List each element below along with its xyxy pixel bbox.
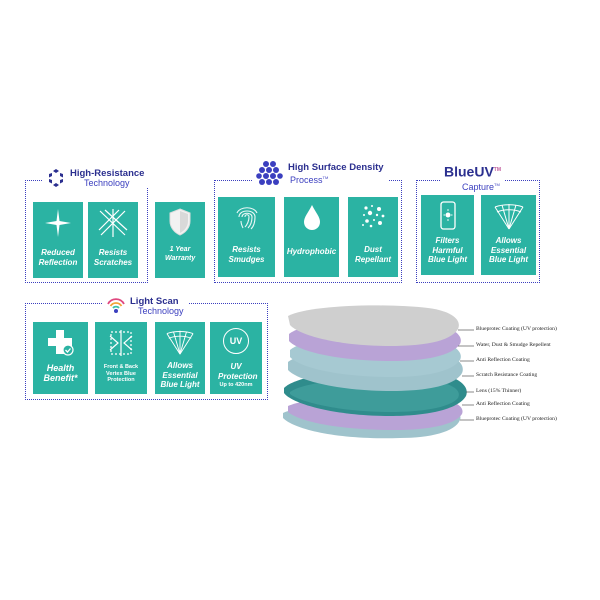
tile-resists-scratches-label: Resists Scratches (93, 248, 133, 267)
uv-badge-label: UV (229, 336, 243, 346)
tile-hydrophobic-label: Hydrophobic (286, 247, 337, 256)
blueuv-header: BlueUVTM CaptureTM (440, 163, 506, 192)
tile-filters-blue-light: Filters Harmful Blue Light (421, 195, 474, 275)
tile-front-back-protection: Front & Back Vertex Blue Protection (95, 322, 147, 394)
surface-density-subtitle: ProcessTM (288, 173, 384, 185)
sparkle-icon (45, 209, 71, 237)
tile-health-benefit: Health Benefit* (33, 322, 88, 394)
vertex-arrows-icon (109, 330, 133, 356)
light-scan-header: Light Scan Technology (102, 296, 188, 316)
callout-layer-2: Water, Dust & Smudge Repellent (476, 342, 551, 348)
high-resistance-subtitle: Technology (84, 177, 130, 188)
tile-resists-scratches: Resists Scratches (88, 202, 138, 278)
blueuv-tm: TM (493, 167, 502, 173)
blueuv-title: BlueUVTM (444, 163, 501, 180)
scratch-icon (98, 209, 128, 237)
tile-uv-protection-label: UV Protection (218, 362, 258, 381)
light-scan-title: Light Scan (130, 295, 179, 307)
blueuv-title-text: BlueUV (444, 163, 494, 180)
tile-resists-smudges-label: Resists Smudges (228, 245, 265, 264)
water-drop-icon (303, 205, 320, 230)
tile-warranty-label: 1 Year Warranty (165, 246, 196, 262)
callout-layer-3: Anti Reflection Coating (476, 357, 530, 363)
callout-layer-1: Blueprotec Coating (UV protection) (476, 326, 557, 332)
layer-anti-reflection-1 (290, 336, 461, 377)
tile-reduced-reflection: Reduced Reflection (33, 202, 83, 278)
layer-lens (284, 369, 467, 416)
tile-dust-repellant-label: Dust Repellant (354, 245, 391, 264)
tile-allows-blue-light-1: Allows Essential Blue Light (481, 195, 536, 275)
tile-resists-smudges: Resists Smudges (218, 197, 275, 277)
high-resistance-title: High-Resistance (70, 167, 145, 179)
shield-icon (169, 208, 191, 236)
layer-bottom-blueprotec (283, 402, 461, 439)
layer-water-dust-repellent (289, 320, 461, 361)
layer-scratch-resistance (288, 347, 463, 391)
tile-filters-blue-light-label: Filters Harmful Blue Light (427, 236, 468, 264)
tile-dust-repellant: Dust Repellant (348, 197, 398, 277)
surface-density-header: High Surface Density ProcessTM (252, 160, 388, 188)
surface-density-tm: TM (322, 175, 329, 180)
blueuv-subtitle-tm: TM (494, 181, 500, 187)
light-rays-icon (494, 204, 523, 230)
dust-particles-icon (362, 205, 385, 228)
callout-layer-7: Blueprotec Coating (UV protection) (476, 416, 557, 422)
surface-density-subtitle-text: Process (290, 175, 323, 185)
high-resistance-header: High-Resistance Technology (42, 167, 149, 188)
uv-badge-icon: UV (223, 328, 249, 354)
light-rays-icon (166, 330, 194, 355)
callout-layer-6: Anti Reflection Coating (476, 401, 530, 407)
surface-density-title: High Surface Density (288, 162, 384, 173)
tile-uv-protection: UV UV Protection Up to 420nm (210, 322, 262, 394)
layer-anti-reflection-2 (288, 395, 463, 430)
tile-front-back-protection-label: Front & Back Vertex Blue Protection (103, 364, 139, 383)
tile-reduced-reflection-label: Reduced Reflection (38, 248, 78, 267)
light-scan-logo-icon (107, 298, 125, 313)
tile-allows-blue-light-2-label: Allows Essential Blue Light (160, 361, 200, 389)
tile-allows-blue-light-2: Allows Essential Blue Light (155, 322, 205, 394)
blueuv-subtitle-text: Capture (462, 181, 495, 192)
tile-warranty: 1 Year Warranty (155, 202, 205, 278)
tile-uv-protection-sublabel: Up to 420nm (219, 382, 253, 388)
medical-cross-icon (47, 330, 74, 356)
hexagon-logo-icon (49, 169, 63, 187)
tile-hydrophobic: Hydrophobic (284, 197, 339, 277)
tile-allows-blue-light-1-label: Allows Essential Blue Light (488, 236, 529, 264)
tile-health-benefit-label: Health Benefit* (43, 363, 78, 383)
fingerprint-icon (235, 207, 258, 230)
callout-layer-5: Lens (15% Thinner) (476, 388, 522, 394)
phone-sun-icon (439, 201, 456, 230)
blueuv-subtitle: CaptureTM (444, 180, 500, 192)
callout-layer-4: Scratch Resistance Coating (476, 372, 538, 378)
light-scan-subtitle: Technology (138, 305, 184, 316)
molecule-cluster-icon (256, 161, 283, 185)
layer-top-blueprotec (288, 305, 459, 346)
